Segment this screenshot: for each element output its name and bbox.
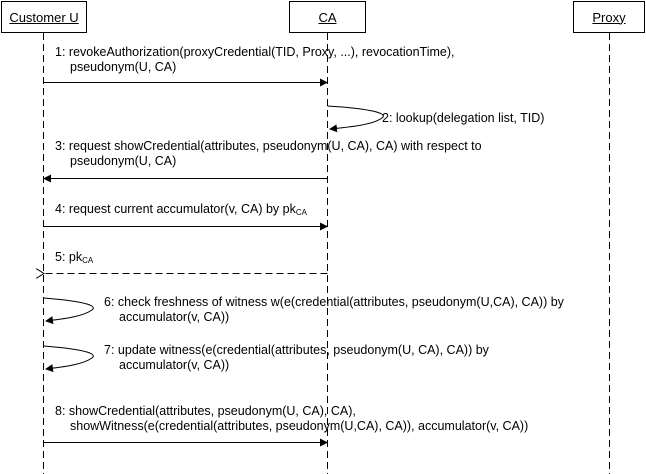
message-number: 5:: [55, 250, 66, 264]
actor-proxy[interactable]: Proxy: [573, 1, 645, 33]
message-label-4: 4: request current accumulator(v, CA) by…: [55, 202, 307, 220]
message-text: check freshness of witness w(e(credentia…: [117, 295, 564, 309]
message-text-continued: accumulator(v, CA)): [119, 310, 230, 324]
actor-customer-u[interactable]: Customer U: [1, 1, 87, 33]
message-subscript: CA: [82, 256, 94, 265]
actor-label: CA: [318, 9, 337, 25]
message-text-continued: pseudonym(U, CA): [70, 60, 177, 74]
message-label-7: 7: update witness(e(credential(attribute…: [104, 343, 489, 373]
message-text: request showCredential(attributes, pseud…: [68, 139, 482, 153]
message-text: pk: [68, 250, 83, 264]
message-subscript: CA: [295, 208, 307, 217]
message-label-5: 5: pkCA: [55, 250, 93, 268]
actor-label: Proxy: [592, 9, 626, 25]
message-number: 2:: [382, 111, 393, 125]
self-message-arrow-6: [43, 297, 94, 325]
message-label-3: 3: request showCredential(attributes, ps…: [55, 139, 482, 169]
self-message-arrow-7: [43, 345, 94, 373]
message-text: update witness(e(credential(attributes, …: [117, 343, 489, 357]
message-label-6: 6: check freshness of witness w(e(creden…: [104, 295, 564, 325]
message-number: 1:: [55, 45, 66, 59]
message-text-continued: showWitness(e(credential(attributes, pse…: [70, 419, 529, 433]
message-text: lookup(delegation list, TID): [395, 111, 545, 125]
message-number: 8:: [55, 404, 66, 418]
message-number: 6:: [104, 295, 115, 309]
actor-label: Customer U: [9, 9, 79, 25]
message-text-continued: pseudonym(U, CA): [70, 154, 177, 168]
message-number: 4:: [55, 202, 66, 216]
message-label-1: 1: revokeAuthorization(proxyCredential(T…: [55, 45, 454, 75]
message-text: request current accumulator(v, CA) by pk: [68, 202, 296, 216]
actor-ca[interactable]: CA: [289, 1, 366, 33]
self-message-arrow-2: [327, 105, 384, 133]
message-text: revokeAuthorization(proxyCredential(TID,…: [68, 45, 455, 59]
message-number: 7:: [104, 343, 115, 357]
message-text: showCredential(attributes, pseudonym(U, …: [68, 404, 356, 418]
message-number: 3:: [55, 139, 66, 153]
message-label-2: 2: lookup(delegation list, TID): [382, 111, 544, 126]
message-text-continued: accumulator(v, CA)): [119, 358, 230, 372]
message-label-8: 8: showCredential(attributes, pseudonym(…: [55, 404, 528, 434]
